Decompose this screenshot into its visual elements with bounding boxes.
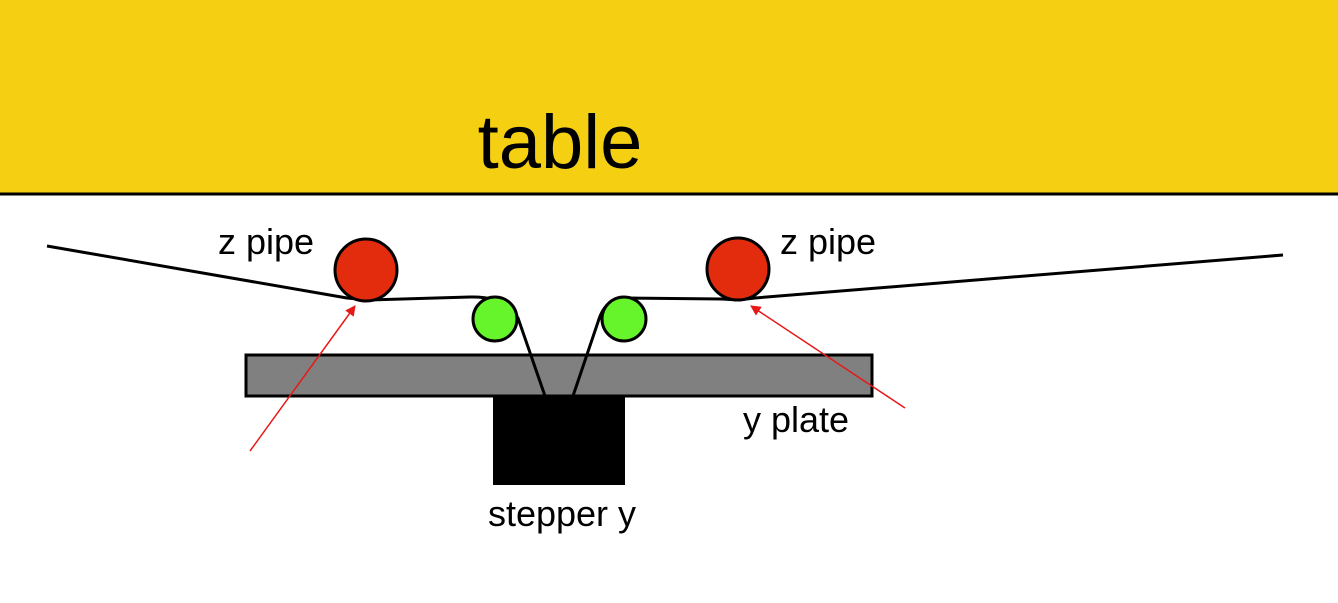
stepper-y-motor	[493, 396, 625, 485]
z-pipe-right	[705, 236, 771, 302]
y-plate-label: y plate	[743, 399, 849, 440]
z-pipe-left-label: z pipe	[218, 221, 314, 262]
table-label: table	[478, 100, 643, 185]
z-pipe-right-label: z pipe	[780, 221, 876, 262]
idler-left	[471, 295, 519, 343]
table-block	[0, 0, 1338, 194]
stepper-y-label: stepper y	[488, 493, 636, 534]
y-plate	[244, 353, 874, 398]
z-pipe-left	[333, 237, 399, 303]
arrow-left	[249, 305, 356, 452]
idler-right	[600, 295, 648, 343]
arrow-right	[750, 305, 906, 409]
